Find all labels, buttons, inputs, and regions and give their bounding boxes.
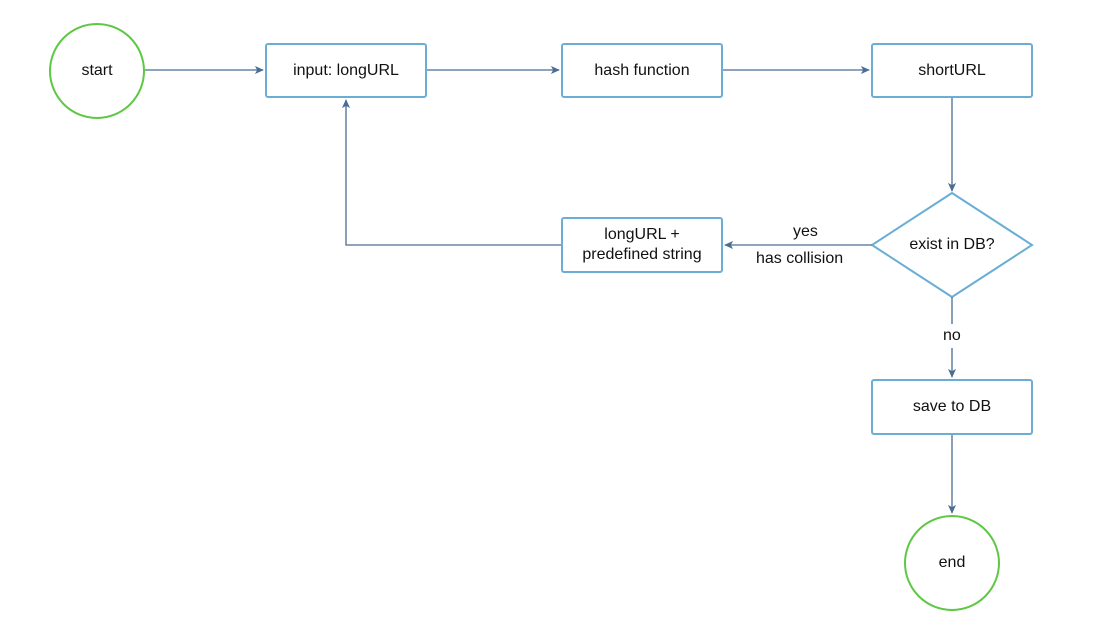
- end-label: end: [938, 554, 966, 571]
- save-to-db-label: save to DB: [912, 398, 992, 415]
- has-collision-label: has collision: [754, 249, 846, 269]
- start-label: start: [81, 62, 113, 79]
- input-longurl-node: input: longURL: [265, 43, 427, 98]
- yes-label: yes: [791, 222, 820, 242]
- hash-function-node: hash function: [561, 43, 723, 98]
- combine-label-line2: predefined string: [582, 246, 702, 263]
- exist-in-db-label-wrap: exist in DB?: [872, 232, 1032, 258]
- save-to-db-node: save to DB: [871, 379, 1033, 435]
- no-label: no: [941, 324, 963, 348]
- start-node: start: [49, 23, 145, 119]
- end-node: end: [904, 515, 1000, 611]
- shorturl-node: shortURL: [871, 43, 1033, 98]
- shorturl-label: shortURL: [918, 61, 986, 79]
- exist-in-db-label: exist in DB?: [909, 236, 995, 253]
- combine-string-node: longURL + predefined string: [561, 217, 723, 273]
- combine-label-line1: longURL +: [604, 226, 680, 243]
- input-longurl-label: input: longURL: [293, 61, 399, 79]
- hash-function-label: hash function: [594, 61, 690, 79]
- edge-combine-to-input: [341, 99, 561, 246]
